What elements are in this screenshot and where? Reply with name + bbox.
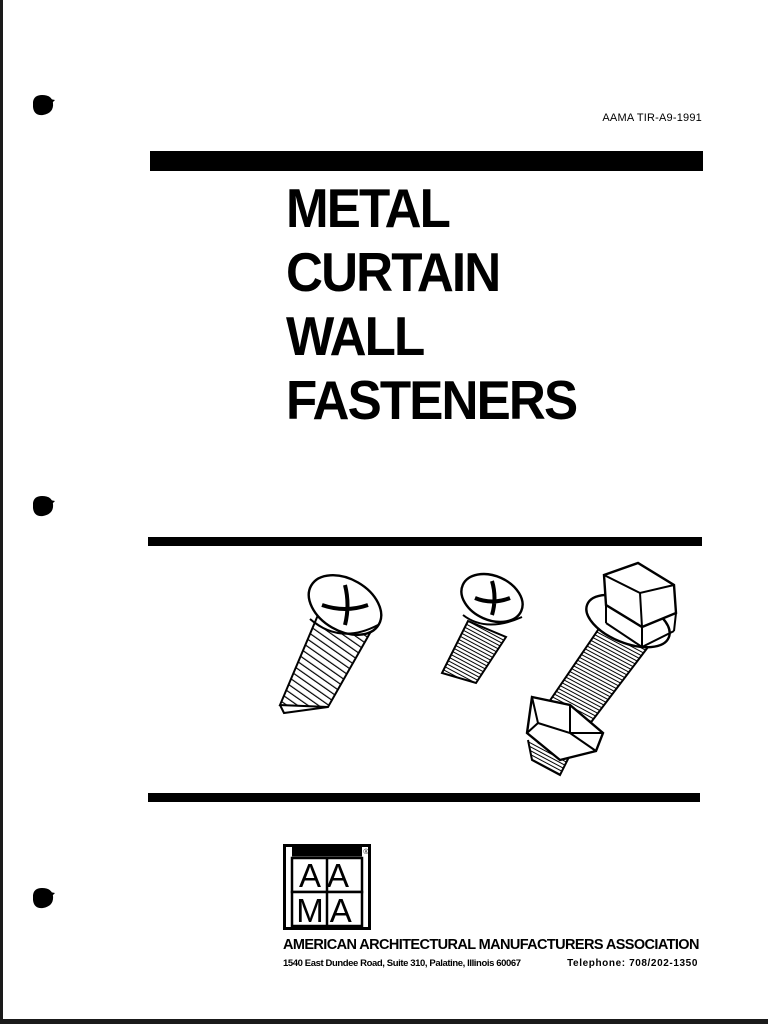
flat-head-screw-icon — [278, 574, 383, 715]
top-rule — [150, 151, 703, 171]
binder-hole-icon — [33, 496, 55, 517]
binder-hole-icon — [33, 888, 55, 909]
scan-edge-left — [0, 0, 3, 1024]
binder-hole-icon — [33, 95, 55, 116]
logo-row-2: MA — [296, 892, 358, 929]
title-line-4: FASTENERS — [286, 369, 578, 431]
bottom-rule — [148, 793, 700, 802]
title-line-1: METAL — [286, 177, 451, 239]
document-id: AAMA TIR-A9-1991 — [602, 112, 702, 124]
title-line-3: WALL — [286, 305, 425, 367]
registered-mark: ® — [363, 848, 369, 856]
publisher-phone: Telephone: 708/202-1350 — [567, 958, 698, 969]
aama-logo: AA MA ® — [283, 844, 371, 930]
pan-head-machine-screw-icon — [440, 572, 524, 685]
hex-bolt-with-nut-icon — [525, 561, 678, 777]
fasteners-illustration — [278, 561, 678, 777]
title-line-2: CURTAIN — [286, 241, 501, 303]
middle-rule — [148, 537, 702, 546]
publisher-name: AMERICAN ARCHITECTURAL MANUFACTURERS ASS… — [283, 937, 699, 953]
logo-row-1: AA — [299, 857, 355, 894]
scan-edge-bottom — [0, 1019, 768, 1024]
publisher-address: 1540 East Dundee Road, Suite 310, Palati… — [283, 958, 521, 969]
